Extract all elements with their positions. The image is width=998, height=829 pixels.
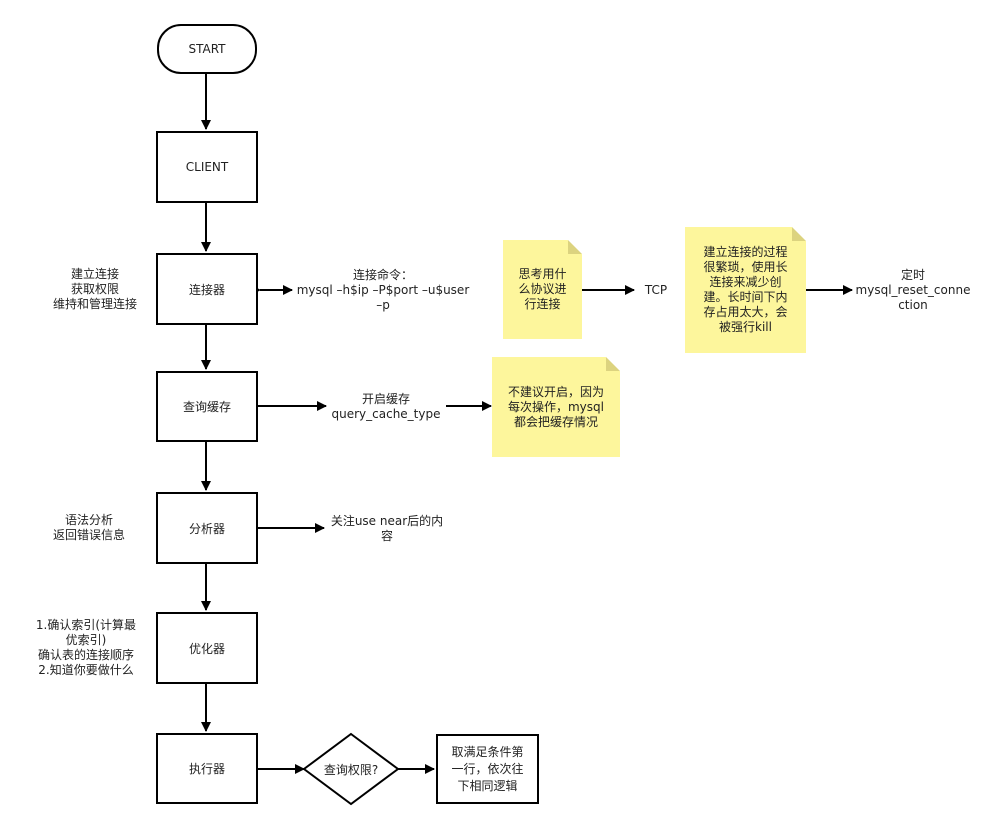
start-node: START [157, 24, 257, 74]
near-content-text: 关注use near后的内 容 [330, 514, 444, 543]
note-fold-corner [606, 357, 620, 371]
connector-node: 连接器 [156, 253, 258, 325]
analyzer-node: 分析器 [156, 492, 258, 564]
reset-connection-text: 定时 mysql_reset_conne ction [855, 268, 971, 312]
long-connection-note-text: 建立连接的过程 很繁琐，使用长 连接来减少创 建。长时间下内 存占用太大，会 被… [703, 245, 788, 334]
note-fold-corner [568, 240, 582, 254]
protocol-note: 思考用什 么协议进 行连接 [503, 240, 582, 339]
optimizer-node: 优化器 [156, 612, 258, 684]
optimizer-side-label: 1.确认索引(计算最 优索引) 确认表的连接顺序 2.知道你要做什么 [35, 618, 137, 677]
permission-check-label: 查询权限? [323, 762, 379, 777]
long-connection-note: 建立连接的过程 很繁琐，使用长 连接来减少创 建。长时间下内 存占用太大，会 被… [685, 227, 806, 353]
cache-type-text: 开启缓存 query_cache_type [331, 392, 441, 421]
query-cache-node: 查询缓存 [156, 371, 258, 442]
analyzer-side-label: 语法分析 返回错误信息 [52, 513, 125, 542]
cache-advice-note: 不建议开启，因为 每次操作，mysql 都会把缓存情况 [492, 357, 620, 457]
connector-side-label: 建立连接 获取权限 维持和管理连接 [52, 267, 137, 311]
client-node: CLIENT [156, 131, 258, 203]
permission-check-diamond [302, 732, 400, 806]
cache-advice-note-text: 不建议开启，因为 每次操作，mysql 都会把缓存情况 [507, 384, 604, 429]
note-fold-corner [792, 227, 806, 241]
tcp-text: TCP [644, 283, 668, 297]
protocol-note-text: 思考用什 么协议进 行连接 [518, 267, 567, 311]
fetch-rows-node: 取满足条件第 一行，依次往 下相同逻辑 [436, 734, 539, 804]
connect-command-text: 连接命令： mysql –h$ip –P$port –u$user –p [296, 268, 470, 312]
executor-node: 执行器 [156, 733, 258, 804]
